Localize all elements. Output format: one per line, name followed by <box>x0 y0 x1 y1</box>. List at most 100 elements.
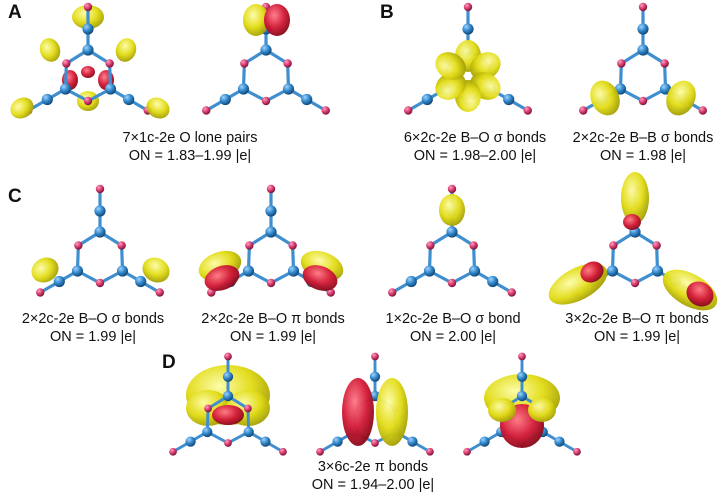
oxygen-atom <box>83 2 93 12</box>
oxygen-atom <box>288 241 297 250</box>
oxygen-atom <box>447 184 457 194</box>
orbital-lobe-red <box>204 265 240 291</box>
boron-atom <box>237 83 250 95</box>
orbital-lobe-red <box>342 378 374 446</box>
boron-atom <box>462 23 474 35</box>
oxygen-atom <box>95 278 105 288</box>
orbital-lobe-yellow <box>115 38 137 62</box>
boron-atom <box>135 275 147 288</box>
oxygen-atom <box>404 106 413 115</box>
oxygen-atom <box>321 106 330 115</box>
oxygen-atom <box>388 288 397 297</box>
oxygen-atom <box>62 59 71 68</box>
orbital-lobe-yellow <box>470 52 501 80</box>
oxygen-atom <box>224 352 232 361</box>
caption-a-on: ON = 1.83–1.99 |e| <box>128 148 252 164</box>
orbital-lobe-red <box>212 405 244 425</box>
orbital-lobe-red <box>623 214 641 230</box>
oxygen-atom <box>202 106 211 115</box>
oxygen-atom <box>224 439 232 447</box>
boron-atom <box>53 275 65 288</box>
boron-atom <box>260 44 272 56</box>
orbital-lobe-yellow <box>376 378 408 446</box>
orbital-lobe-yellow <box>528 398 556 422</box>
orbital-lobe-yellow <box>435 52 466 80</box>
boron-atom <box>260 436 271 447</box>
oxygen-atom <box>447 278 457 288</box>
boron-atom <box>71 265 84 277</box>
caption-b1: 6×2c-2e B–O σ bonds ON = 1.98–2.00 |e| <box>395 129 555 165</box>
boron-atom <box>407 436 418 447</box>
boron-atom <box>185 436 196 447</box>
caption-c2: 2×2c-2e B–O π bonds ON = 1.99 |e| <box>190 310 356 346</box>
boron-atom <box>516 390 528 402</box>
boron-atom <box>222 390 234 402</box>
boron-atom <box>282 83 295 95</box>
oxygen-atom <box>245 241 254 250</box>
boron-atom <box>405 275 417 288</box>
caption-c2-title: 2×2c-2e B–O π bonds <box>201 311 345 327</box>
oxygen-atom <box>279 447 287 456</box>
boron-atom <box>242 265 255 277</box>
boron-atom <box>659 83 672 95</box>
oxygen-atom <box>169 447 177 456</box>
oxygen-atom <box>36 288 45 297</box>
orbital-lobe-yellow <box>146 97 170 119</box>
boron-atom <box>516 371 528 382</box>
boron-atom <box>59 83 72 95</box>
boron-atom <box>82 23 94 35</box>
boron-atom <box>116 265 129 277</box>
boron-atom <box>479 436 490 447</box>
oxygen-atom <box>74 241 83 250</box>
boron-atom <box>123 93 135 106</box>
caption-c2-on: ON = 1.99 |e| <box>229 329 317 345</box>
caption-c4-on: ON = 1.99 |e| <box>593 329 681 345</box>
orbital-lobe-red <box>580 261 604 283</box>
caption-c4-title: 3×2c-2e B–O π bonds <box>565 311 709 327</box>
caption-b1-on: ON = 1.98–2.00 |e| <box>413 148 537 164</box>
oxygen-atom <box>630 278 640 288</box>
caption-c1-title: 2×2c-2e B–O σ bonds <box>21 311 165 327</box>
orbital-lobe-yellow <box>10 97 34 119</box>
caption-c3-title: 1×2c-2e B–O σ bond <box>385 311 521 327</box>
orbital-lobe-yellow <box>243 4 269 36</box>
boron-atom <box>94 205 106 217</box>
molecule-d2 <box>316 352 434 456</box>
oxygen-atom <box>507 288 516 297</box>
oxygen-atom <box>244 404 252 413</box>
caption-d-title: 3×6c-2e π bonds <box>317 459 429 475</box>
caption-c3: 1×2c-2e B–O σ bond ON = 2.00 |e| <box>370 310 536 346</box>
oxygen-atom <box>95 184 105 194</box>
orbital-lobe-yellow <box>39 38 61 62</box>
oxygen-atom <box>638 96 648 106</box>
boron-atom <box>487 275 499 288</box>
boron-atom <box>332 436 343 447</box>
caption-b2-title: 2×2c-2e B–B σ bonds <box>572 130 714 146</box>
caption-b1-title: 6×2c-2e B–O σ bonds <box>403 130 547 146</box>
caption-c3-on: ON = 2.00 |e| <box>409 329 497 345</box>
orbital-lobe-red <box>264 4 290 36</box>
oxygen-atom <box>698 106 707 115</box>
oxygen-atom <box>660 59 669 68</box>
boron-atom <box>369 371 381 382</box>
boron-atom <box>301 93 313 106</box>
caption-b2-on: ON = 1.98 |e| <box>599 148 687 164</box>
oxygen-atom <box>463 2 473 12</box>
orbital-lobe-red <box>302 265 338 291</box>
molecule-c1 <box>36 184 164 297</box>
oxygen-atom <box>638 2 648 12</box>
oxygen-atom <box>283 59 292 68</box>
orbital-lobe-red <box>81 66 95 78</box>
boron-atom <box>219 93 231 106</box>
panel-label-a: A <box>8 2 22 23</box>
orbital-lobe-yellow <box>435 72 466 100</box>
oxygen-atom <box>469 241 478 250</box>
oxygen-atom <box>155 288 164 297</box>
boron-atom <box>423 265 436 277</box>
boron-atom <box>243 426 254 438</box>
orbital-lobe-red <box>686 281 714 307</box>
oxygen-atom <box>105 59 114 68</box>
panel-label-c: C <box>8 186 22 207</box>
oxygen-atom <box>518 352 526 361</box>
boron-atom <box>606 265 619 277</box>
